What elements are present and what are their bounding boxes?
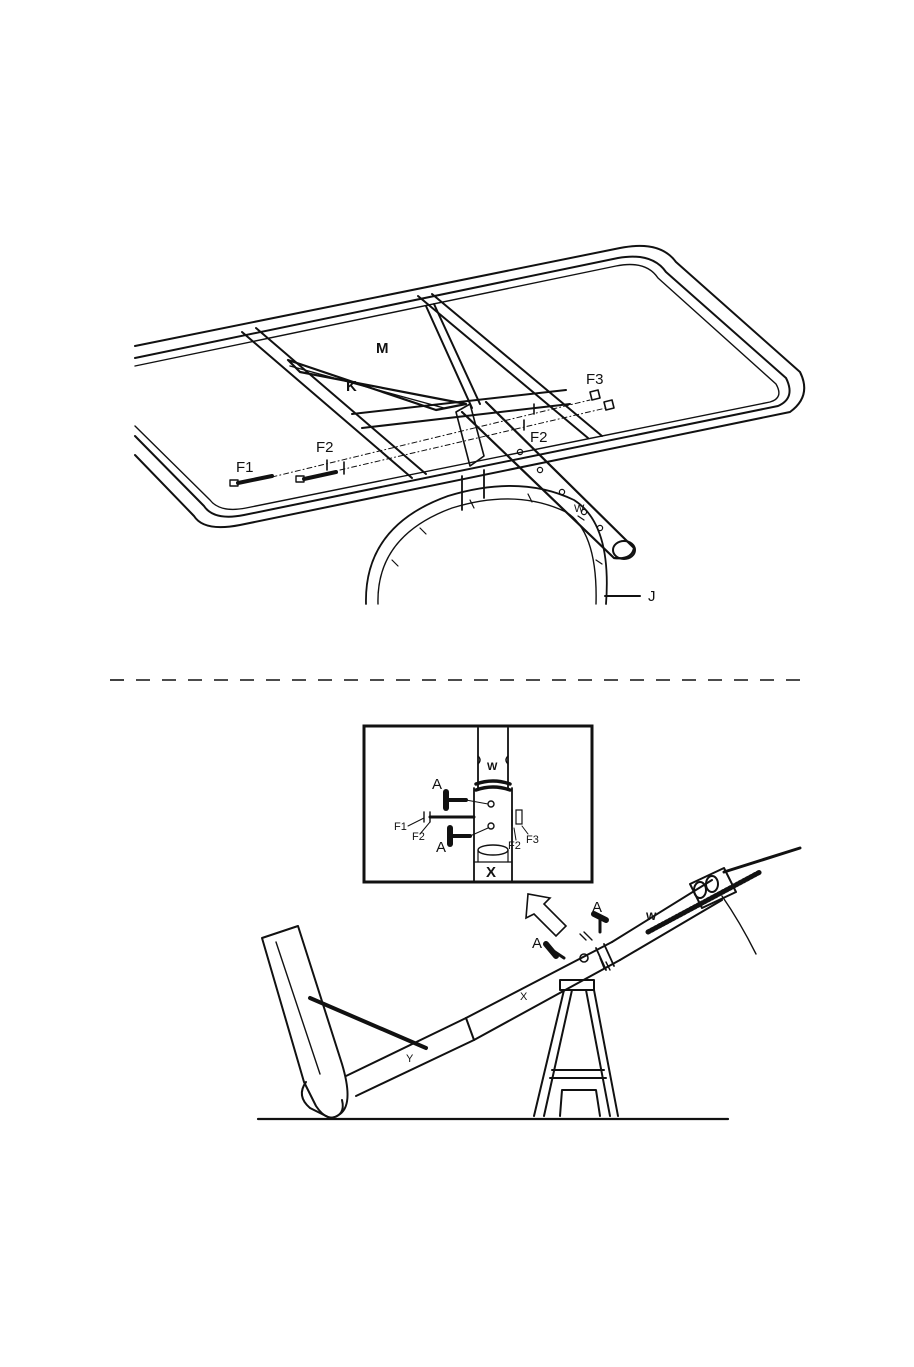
- inset-label-w: W: [487, 761, 498, 773]
- inset-tube-opening: [478, 845, 508, 855]
- label-f2-left: F2: [316, 439, 334, 456]
- support-brace: [310, 998, 426, 1048]
- frame-rail-left-b: [256, 328, 426, 474]
- nut-f3-top: [590, 390, 600, 400]
- backboard-inner-rim-2: [135, 265, 779, 510]
- knob-a-right: [594, 914, 606, 932]
- sawhorse-leg-right: [586, 990, 618, 1116]
- bolt-f1: [230, 476, 272, 486]
- label-f1: F1: [236, 459, 254, 476]
- pole-section-x: [466, 942, 620, 1040]
- pole-joint-y-x: [466, 1018, 474, 1040]
- brace-k-detail: [290, 366, 444, 408]
- upper-arm-extension: [724, 848, 800, 872]
- inset-leader-a-top: [466, 800, 488, 804]
- inset-label-a-top: A: [432, 776, 442, 793]
- top-assembly-diagram: [135, 246, 804, 604]
- main-label-a-left: A: [532, 935, 542, 952]
- extension-arm-w: [462, 402, 634, 558]
- inset-tube-w: [478, 728, 508, 788]
- knob-a-left: [546, 944, 564, 958]
- zoom-arrow-icon: [526, 894, 566, 936]
- arm-cable: [722, 896, 756, 954]
- rim-net-hooks: [392, 494, 602, 566]
- main-label-a-right: A: [592, 899, 602, 916]
- label-f2-right: F2: [530, 429, 548, 446]
- inset-label-a-bottom: A: [436, 839, 446, 856]
- label-f3: F3: [586, 371, 604, 388]
- inset-hole-top: [488, 801, 494, 807]
- inset-label-f1: F1: [394, 821, 407, 833]
- joint-bolt: [580, 932, 592, 940]
- inset-tube-opening-sides: [478, 850, 508, 862]
- mount-bracket: [456, 404, 484, 466]
- inset-label-f2-left: F2: [412, 831, 425, 843]
- sawhorse-top: [560, 980, 594, 990]
- label-k: K: [346, 378, 357, 395]
- inset-bolt-f1: [424, 812, 474, 822]
- sawhorse-leg-left: [534, 990, 572, 1116]
- sawhorse-cross-bar: [550, 1070, 606, 1078]
- label-w-top: W: [574, 503, 585, 515]
- brace-k: [288, 360, 466, 410]
- inset-label-f3: F3: [526, 834, 539, 846]
- main-label-x: X: [520, 991, 528, 1003]
- arm-holes: [517, 449, 602, 530]
- label-j: J: [648, 588, 656, 605]
- inset-detail: [364, 726, 592, 882]
- inset-label-f2-right: F2: [508, 840, 521, 852]
- label-m: M: [376, 340, 389, 357]
- inset-leader-f1: [408, 818, 424, 826]
- base-weight: [262, 926, 348, 1118]
- nut-f3-bottom: [604, 400, 614, 410]
- inset-label-x: X: [486, 864, 496, 881]
- inset-leader-f2-right: [514, 828, 516, 840]
- inset-collar: [476, 781, 510, 790]
- inset-hole-bottom: [488, 823, 494, 829]
- main-label-w: W: [646, 911, 657, 923]
- rim-hoop-j: [366, 486, 607, 604]
- telescoping-arm: [648, 872, 760, 932]
- inset-knob-a-top: [446, 792, 466, 808]
- sawhorse-lower-brace: [560, 1090, 600, 1116]
- main-label-y: Y: [406, 1053, 414, 1065]
- frame-rail-right: [418, 296, 588, 438]
- bottom-assembly-diagram: [258, 848, 800, 1119]
- bolt-f2-left: [296, 472, 336, 482]
- inset-leader-a-bottom: [470, 828, 488, 836]
- inset-nut-f3: [516, 810, 522, 824]
- arm-end-cap: [613, 541, 635, 559]
- upper-brace-b: [434, 304, 480, 404]
- inset-knob-a-bottom: [450, 828, 470, 844]
- inset-leader-f3: [522, 826, 528, 834]
